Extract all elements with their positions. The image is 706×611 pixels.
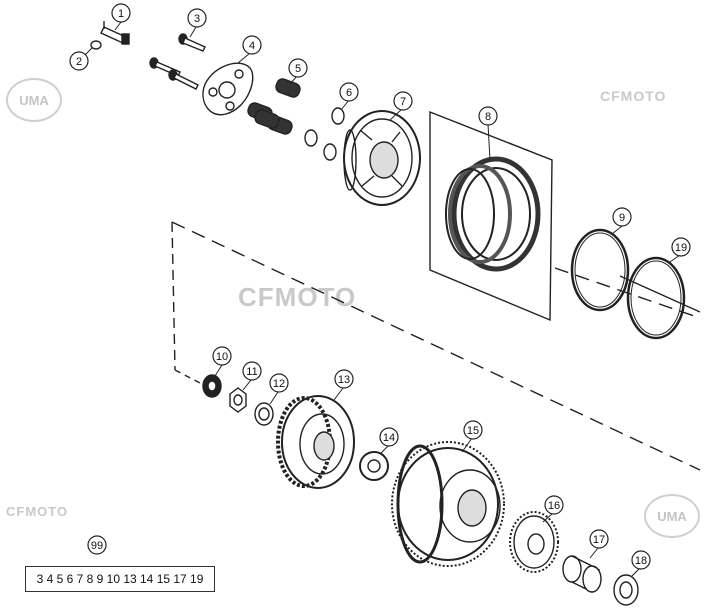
part-13-primary-gear bbox=[276, 395, 355, 489]
callout-19: 19 bbox=[671, 237, 691, 257]
callout-10: 10 bbox=[212, 346, 232, 366]
part-12-washer bbox=[254, 402, 274, 426]
part-16-sprocket bbox=[509, 511, 559, 573]
callout-15: 15 bbox=[463, 420, 483, 440]
uma-logo-right: UMA bbox=[644, 494, 700, 538]
callout-circle bbox=[393, 91, 413, 111]
callout-number: 5 bbox=[295, 63, 301, 75]
callout-6: 6 bbox=[339, 82, 359, 102]
part-2-washer bbox=[90, 40, 102, 50]
assembly-axis-diagonal bbox=[171, 221, 701, 471]
callout-number: 3 bbox=[194, 13, 200, 25]
part-14-washer bbox=[359, 451, 389, 481]
callout-16: 16 bbox=[544, 495, 564, 515]
callout-circle bbox=[111, 3, 131, 23]
callout-14: 14 bbox=[379, 427, 399, 447]
part-18-washer bbox=[613, 574, 639, 606]
callout-18: 18 bbox=[631, 550, 651, 570]
part-15-clutch-housing bbox=[391, 441, 505, 567]
callout-1: 1 bbox=[111, 3, 131, 23]
callout-circle bbox=[87, 535, 107, 555]
callout-number: 13 bbox=[338, 374, 350, 386]
callout-number: 2 bbox=[76, 56, 82, 68]
part-4-pressure-plate bbox=[202, 62, 254, 116]
assembly-axis-vertical bbox=[171, 221, 176, 371]
callout-number: 12 bbox=[273, 378, 285, 390]
assembly-axis-lower bbox=[174, 369, 201, 384]
kit-contents-box: 3 4 5 6 7 8 9 10 13 14 15 17 19 bbox=[25, 566, 215, 592]
callout-circle bbox=[589, 529, 609, 549]
callout-circle bbox=[187, 8, 207, 28]
part-6-orings bbox=[304, 107, 345, 161]
cfmoto-watermark-bottom: CFMOTO bbox=[6, 504, 69, 519]
callout-circle bbox=[463, 420, 483, 440]
callout-12: 12 bbox=[269, 373, 289, 393]
callout-circle bbox=[269, 373, 289, 393]
callout-9: 9 bbox=[612, 207, 632, 227]
callout-circle bbox=[69, 51, 89, 71]
callout-99: 99 bbox=[87, 535, 107, 555]
callout-2: 2 bbox=[69, 51, 89, 71]
callout-number: 10 bbox=[216, 351, 228, 363]
cfmoto-watermark-center: CFMOTO bbox=[238, 282, 357, 312]
part-4-bolts bbox=[149, 57, 199, 90]
callout-circle bbox=[544, 495, 564, 515]
callout-number: 11 bbox=[246, 366, 257, 378]
callout-circle bbox=[671, 237, 691, 257]
callout-circle bbox=[478, 106, 498, 126]
callout-5: 5 bbox=[288, 58, 308, 78]
callout-7: 7 bbox=[393, 91, 413, 111]
part-7-clutch-center bbox=[343, 110, 421, 206]
callout-number: 18 bbox=[635, 555, 647, 567]
callout-number: 15 bbox=[467, 425, 479, 437]
callout-circle bbox=[334, 369, 354, 389]
callout-8: 8 bbox=[478, 106, 498, 126]
part-8-plate-set bbox=[429, 110, 553, 322]
part-3-bolt bbox=[178, 33, 206, 52]
part-9-ring bbox=[570, 228, 630, 312]
callout-number: 1 bbox=[118, 8, 124, 20]
callout-circle bbox=[212, 346, 232, 366]
callout-number: 6 bbox=[346, 87, 352, 99]
uma-logo-left: UMA bbox=[6, 78, 62, 122]
leader-lines bbox=[84, 21, 681, 577]
callout-number: 8 bbox=[485, 111, 491, 123]
callout-number: 14 bbox=[383, 432, 395, 444]
callout-circle bbox=[379, 427, 399, 447]
callout-number: 9 bbox=[619, 212, 625, 224]
part-17-needle-bearing bbox=[562, 555, 602, 593]
callout-circle bbox=[288, 58, 308, 78]
callout-3: 3 bbox=[187, 8, 207, 28]
callout-number: 16 bbox=[548, 500, 560, 512]
callout-number: 19 bbox=[675, 242, 687, 254]
callout-number: 17 bbox=[593, 534, 605, 546]
part-11-nut bbox=[229, 387, 247, 413]
callout-circle bbox=[631, 550, 651, 570]
callout-number: 99 bbox=[91, 540, 103, 552]
callout-17: 17 bbox=[589, 529, 609, 549]
callout-circle bbox=[242, 35, 262, 55]
callout-circle bbox=[242, 361, 262, 381]
callout-13: 13 bbox=[334, 369, 354, 389]
cfmoto-watermark-top: CFMOTO bbox=[600, 88, 667, 104]
callout-number: 4 bbox=[249, 40, 255, 52]
callout-circle bbox=[339, 82, 359, 102]
callout-11: 11 bbox=[242, 361, 262, 381]
callout-circle bbox=[612, 207, 632, 227]
part-10-bearing bbox=[202, 374, 222, 398]
part-1-bolt bbox=[100, 21, 130, 45]
callout-4: 4 bbox=[242, 35, 262, 55]
part-19-ring bbox=[626, 256, 686, 340]
callout-number: 7 bbox=[400, 96, 406, 108]
part-5-springs bbox=[247, 78, 301, 135]
